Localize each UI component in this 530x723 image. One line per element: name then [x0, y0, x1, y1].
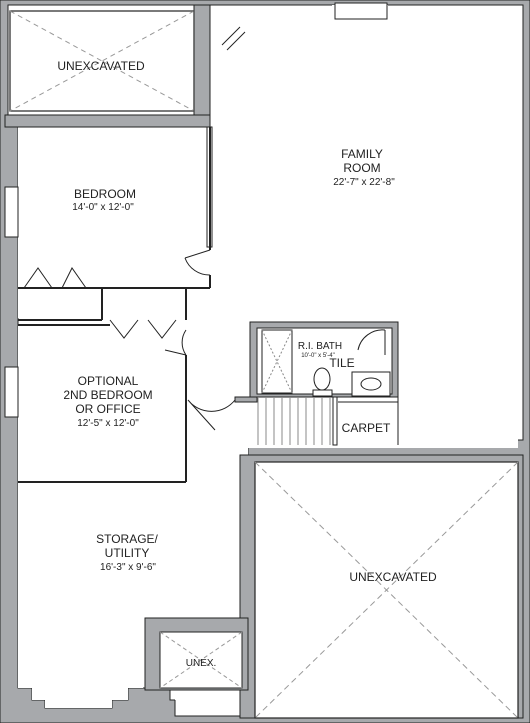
- corner-vent-b: [226, 31, 246, 51]
- family-room-label-1: FAMILY: [341, 147, 383, 161]
- bedroom-label: BEDROOM: [74, 187, 136, 201]
- stair-landing-wall: [234, 396, 258, 403]
- storage-size: 16'-3" x 9'-6": [100, 562, 156, 573]
- closet-doors-office: [109, 319, 177, 339]
- stair-rail: [332, 396, 338, 446]
- office-size: 12'-5" x 12'-0": [77, 418, 139, 429]
- unexcavated-bottom-label: UNEXCAVATED: [349, 570, 437, 584]
- bath-floor-label: TILE: [329, 356, 354, 370]
- closet-doors-bedroom: [23, 267, 87, 289]
- bath-door: [357, 329, 386, 355]
- unexcavated-top-label: UNEXCAVATED: [57, 59, 145, 73]
- unex-small-label: UNEX.: [186, 658, 217, 669]
- window-left-2: [4, 366, 19, 418]
- office-label-2: 2ND BEDROOM: [63, 388, 152, 402]
- bath-size: 10'-0" x 5'-4": [301, 353, 335, 359]
- wall-left-top: [4, 114, 211, 128]
- bath-label: R.I. BATH: [298, 341, 342, 352]
- corner-vent-a: [221, 26, 241, 46]
- window-top: [334, 2, 388, 20]
- office-label-3: OR OFFICE: [75, 402, 140, 416]
- storage-label-1: STORAGE/: [96, 532, 158, 546]
- storage-label-2: UTILITY: [105, 546, 150, 560]
- office-label-1: OPTIONAL: [78, 374, 139, 388]
- staircase: [257, 397, 331, 445]
- hall-door: [187, 399, 236, 431]
- office-door: [164, 329, 187, 356]
- bedroom-door: [184, 249, 211, 276]
- carpet-label: CARPET: [342, 421, 391, 435]
- family-room-label-2: ROOM: [343, 161, 380, 175]
- window-left-1: [4, 186, 19, 238]
- sink-icon: [360, 377, 382, 391]
- unexcavated-top-x2: [9, 10, 195, 112]
- shower-stall: [261, 329, 293, 394]
- toilet-icon: [313, 367, 331, 391]
- bedroom-size: 14'-0" x 12'-0": [72, 202, 134, 213]
- unexcavated-bottom-x2: [254, 461, 519, 719]
- family-room-size: 22'-7" x 22'-8": [333, 177, 395, 188]
- wall-upper-mid: [193, 4, 211, 128]
- unex-small-x2: [159, 631, 243, 689]
- unexcavated-top-x1: [9, 10, 195, 112]
- toilet-tank: [312, 389, 333, 397]
